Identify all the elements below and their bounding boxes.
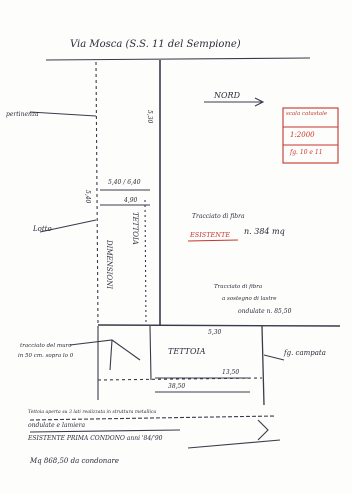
right-note-3: n. 384 mq bbox=[244, 227, 285, 236]
bottom-line-4: Mq 868,50 da condonare bbox=[30, 457, 119, 465]
right-note-b2: a sostegno di lastre bbox=[222, 296, 277, 302]
tettoia-upper-dim: DIMENSIONI bbox=[105, 240, 113, 289]
right-note-1: Tracciato di fibra bbox=[192, 213, 245, 220]
dim-mid: 5,40 / 6,40 bbox=[108, 179, 141, 186]
legend-line-2: 1:2000 bbox=[290, 131, 315, 139]
bottom-line-1: Tettoia aperta su 3 lati realizzata in s… bbox=[28, 410, 157, 415]
bottom-line-2: ondulate e lamiera bbox=[28, 422, 86, 429]
lower-right-line bbox=[261, 325, 265, 406]
road-line bbox=[45, 57, 311, 61]
tettoia-lower: TETTOIA bbox=[168, 347, 206, 356]
legend-line-1: scala catastale bbox=[286, 111, 328, 117]
lower-left-note-1: tracciato del muro bbox=[20, 343, 72, 349]
right-note-2: ESISTENTE bbox=[190, 231, 231, 239]
lotto-label: Lotto bbox=[33, 225, 52, 233]
north-label: NORD bbox=[214, 91, 240, 100]
edge-label: pertinenza bbox=[6, 111, 39, 118]
left-boundary bbox=[95, 61, 99, 329]
page-title: Via Mosca (S.S. 11 del Sempione) bbox=[70, 39, 241, 50]
legend-box bbox=[282, 107, 339, 164]
center-dim: 5,30 bbox=[146, 110, 153, 124]
lower-left-note-2: in 50 cm. sopra lo 0 bbox=[18, 353, 74, 359]
right-label: fg. campata bbox=[284, 349, 326, 357]
lower-top-line bbox=[97, 324, 341, 327]
bottom-line-3: ESISTENTE PRIMA CONDONO anni '84/'90 bbox=[28, 435, 163, 442]
dim-lower-b: 38,50 bbox=[168, 383, 186, 390]
tettoia-upper: TETTOIA bbox=[131, 212, 139, 245]
dim-lower-a: 13,50 bbox=[222, 369, 240, 376]
dim-530: 5,30 bbox=[208, 329, 222, 336]
dim-mid-2: 4,90 bbox=[124, 197, 138, 204]
legend-line-3: fg. 10 e 11 bbox=[290, 149, 323, 156]
right-note-b1: Tracciato di fibra bbox=[214, 284, 263, 290]
dim-left: 5,40 bbox=[84, 190, 91, 204]
right-note-b3: ondulate n. 85,50 bbox=[238, 308, 292, 315]
